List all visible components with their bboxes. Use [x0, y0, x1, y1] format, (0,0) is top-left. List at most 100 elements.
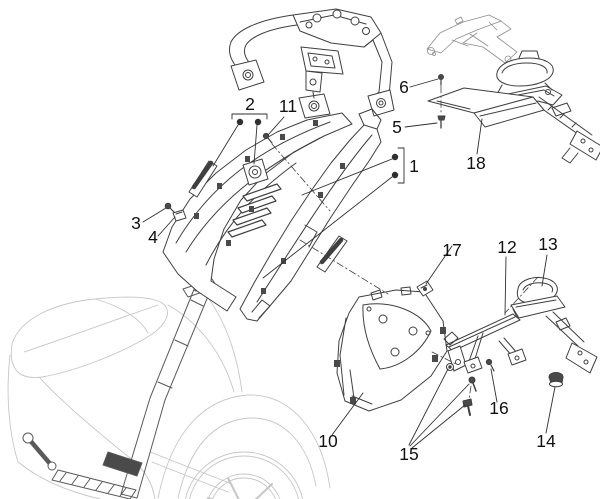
tire-inner	[189, 455, 299, 499]
shock-eye-top	[22, 432, 34, 444]
screw-part-11	[262, 132, 273, 144]
callout-2-bracket	[231, 113, 268, 120]
exploded-parts	[162, 8, 600, 416]
leader-10	[331, 392, 364, 436]
panel-left-vents	[227, 183, 282, 238]
callout-1-dot-a	[391, 153, 399, 161]
leader-13	[541, 254, 548, 287]
side-panel-right-part	[239, 108, 382, 322]
screw-part-5	[437, 115, 446, 129]
callout-leaders	[142, 78, 556, 449]
leader-1a	[301, 158, 393, 196]
leader-2b	[253, 124, 258, 165]
assembly-plate-holder	[569, 130, 600, 161]
shock-absorber	[25, 435, 55, 469]
leader-15b	[409, 383, 470, 447]
seat-seam	[23, 304, 159, 353]
leader-16	[490, 368, 498, 403]
rear-fender-inner	[177, 417, 317, 499]
trim-strip-mid-part	[316, 235, 348, 273]
callout-1-bracket	[397, 147, 405, 184]
leader-14	[545, 386, 556, 434]
footboard	[51, 469, 137, 499]
rack-center-bracket	[300, 46, 344, 75]
callout-label-1: 1	[409, 156, 419, 176]
body-front-edge	[7, 354, 101, 499]
callout-label-2: 2	[245, 94, 255, 114]
leader-18	[476, 118, 483, 155]
panel-right-hook	[358, 108, 382, 130]
panel-right-notch	[304, 224, 318, 248]
leader-5	[404, 122, 438, 128]
rail-ribs	[157, 299, 204, 389]
rim-outer	[207, 473, 281, 499]
callout-label-5: 5	[392, 117, 402, 137]
cap-part-14	[548, 372, 564, 388]
taillight-part-13	[510, 277, 598, 374]
panel-left-tabs	[194, 120, 318, 246]
callout-label-13: 13	[538, 234, 557, 254]
screw-part-16	[485, 358, 495, 372]
assembly-axis-lines	[271, 85, 539, 400]
screw-part-3	[164, 202, 176, 214]
screw-a	[468, 376, 476, 384]
assembly-lens	[496, 57, 554, 87]
leader-11	[267, 116, 285, 136]
callout-labels: 2 11 3 4 6 5 1 18 17 12 13 10 15 16 14	[131, 77, 558, 464]
rack-left-arm-outer	[228, 14, 294, 73]
bracket-legs	[467, 332, 519, 365]
leader-15c	[411, 404, 466, 449]
rim-inner	[212, 477, 276, 499]
screw-part-6	[438, 74, 444, 86]
seat-hump	[94, 298, 149, 334]
callout-1-dot-b	[391, 171, 399, 179]
mudguard-web	[362, 303, 432, 370]
callout-label-6: 6	[399, 77, 409, 97]
tail-edge-a	[167, 304, 235, 393]
leader-12	[504, 256, 507, 316]
swingarm	[149, 451, 233, 493]
leader-4	[157, 216, 176, 237]
seat-outline	[10, 296, 168, 378]
callout-label-16: 16	[489, 398, 508, 418]
nut-part-4	[172, 209, 187, 222]
luggage-rack-part	[228, 8, 395, 119]
callout-label-10: 10	[318, 431, 338, 451]
assembly-arm	[530, 96, 593, 140]
trim-strip-upper-part	[188, 160, 218, 198]
rear-fender-outer	[157, 394, 331, 499]
callout-label-14: 14	[536, 431, 556, 451]
callout-label-12: 12	[497, 237, 516, 257]
mudflap-part-18	[427, 87, 545, 128]
taillight-base	[510, 295, 566, 319]
clip-part-17	[416, 280, 434, 297]
side-panel-left-part	[162, 112, 353, 312]
callout-label-18: 18	[466, 153, 485, 173]
mudguard-part-10	[334, 286, 448, 412]
taillight-arm	[545, 311, 585, 347]
leader-17	[425, 245, 453, 285]
rear-subframe-bracket-part	[426, 14, 518, 64]
leader-3	[142, 207, 167, 223]
leader-2a	[212, 124, 239, 167]
shock-eye-bottom	[47, 461, 57, 471]
callout-2-dot-a	[236, 118, 244, 126]
taillight-plate-holder	[565, 342, 598, 374]
fasteners-15	[446, 363, 477, 416]
leader-1b	[262, 176, 393, 279]
body-underside	[39, 377, 156, 499]
callout-label-4: 4	[148, 227, 158, 247]
callout-label-11: 11	[279, 96, 297, 116]
wheel-spokes	[207, 477, 273, 499]
panel-right-tabs	[261, 163, 345, 294]
footboard-ribs	[59, 472, 127, 497]
peg-wedge	[102, 451, 143, 477]
callout-label-3: 3	[131, 213, 141, 233]
tire-outer	[184, 451, 304, 499]
bracket-part-12	[443, 304, 528, 374]
leader-6	[409, 78, 439, 88]
callout-2-dot-b	[254, 118, 262, 126]
callout-label-17: 17	[442, 240, 461, 260]
